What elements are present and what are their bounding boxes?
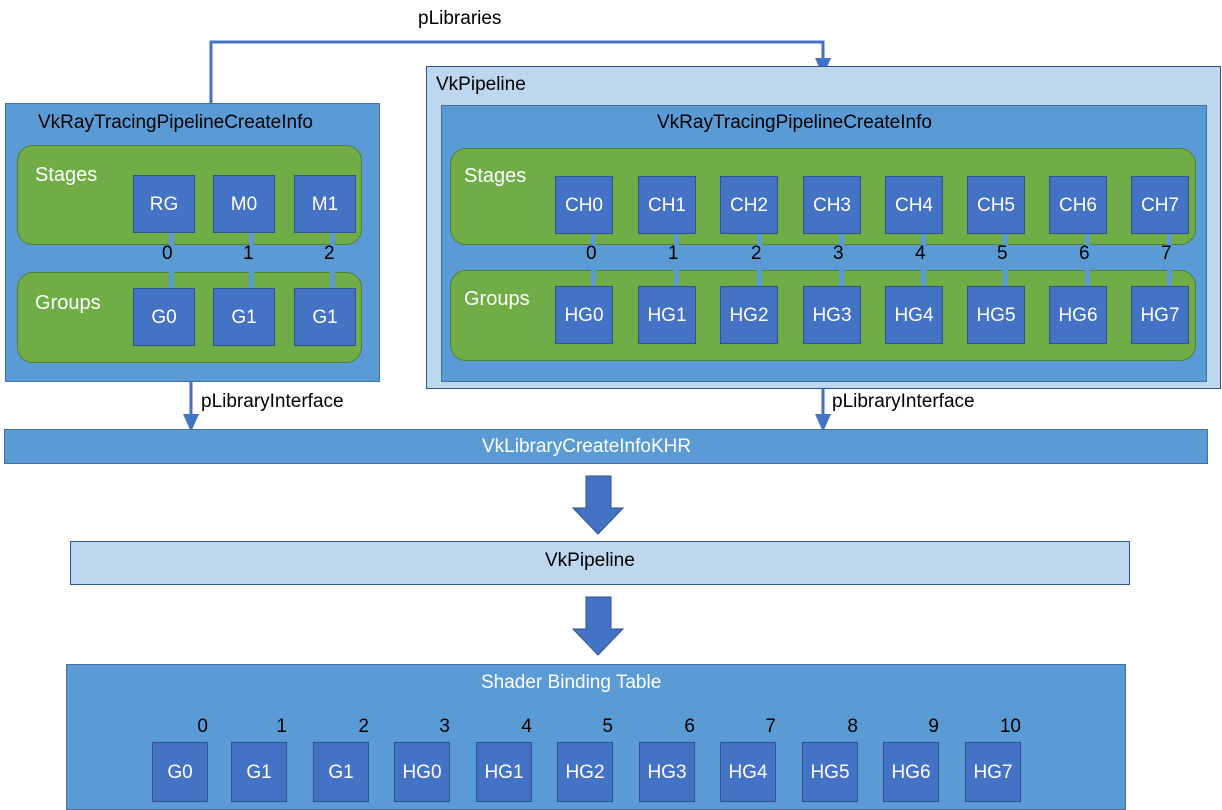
right-stage-chip-1[interactable]: CH1 <box>638 176 696 234</box>
right-link-index-4: 4 <box>915 243 926 264</box>
sbt-index-2: 2 <box>358 716 369 737</box>
sbt-chip-1[interactable]: G1 <box>231 742 287 802</box>
left-stage-chip-1[interactable]: M0 <box>213 175 275 233</box>
right-stage-chip-4[interactable]: CH4 <box>885 176 943 234</box>
sbt-index-5: 5 <box>602 716 613 737</box>
sbt-chip-8[interactable]: HG5 <box>802 742 858 802</box>
sbt-chip-0[interactable]: G0 <box>152 742 208 802</box>
right-stage-chip-5[interactable]: CH5 <box>967 176 1025 234</box>
right-panel-title: VkRayTracingPipelineCreateInfo <box>657 112 932 133</box>
sbt-index-8: 8 <box>847 716 858 737</box>
right-group-chip-4[interactable]: HG4 <box>885 286 943 344</box>
right-connector-0 <box>591 230 596 287</box>
right-stages-label: Stages <box>464 165 527 187</box>
right-link-index-6: 6 <box>1079 243 1090 264</box>
shader-binding-table-title: Shader Binding Table <box>481 672 662 693</box>
block-arrow-to-pipeline <box>571 475 625 535</box>
right-connector-2 <box>757 230 762 287</box>
sbt-chip-10[interactable]: HG7 <box>965 742 1021 802</box>
sbt-chip-7[interactable]: HG4 <box>720 742 776 802</box>
left-link-index-0: 0 <box>162 243 173 264</box>
left-stages-label: Stages <box>35 164 98 186</box>
right-connector-6 <box>1085 230 1090 287</box>
right-connector-7 <box>1167 230 1172 287</box>
right-group-chip-3[interactable]: HG3 <box>803 286 861 344</box>
left-connector-0 <box>169 230 174 292</box>
right-connector-5 <box>1003 230 1008 287</box>
right-link-index-1: 1 <box>668 243 679 264</box>
sbt-index-6: 6 <box>684 716 695 737</box>
right-group-chip-7[interactable]: HG7 <box>1131 286 1189 344</box>
sbt-index-10: 10 <box>999 716 1021 737</box>
right-group-chip-2[interactable]: HG2 <box>720 286 778 344</box>
right-connector-4 <box>921 230 926 287</box>
sbt-index-3: 3 <box>439 716 450 737</box>
sbt-index-0: 0 <box>197 716 208 737</box>
left-group-chip-0[interactable]: G0 <box>133 288 195 346</box>
sbt-index-1: 1 <box>276 716 287 737</box>
left-connector-1 <box>249 230 254 292</box>
right-link-index-0: 0 <box>586 243 597 264</box>
vklibrarycreateinfokhr-title: VkLibraryCreateInfoKHR <box>482 436 692 457</box>
left-link-index-2: 2 <box>324 243 335 264</box>
left-connector-2 <box>330 230 335 292</box>
left-panel-title: VkRayTracingPipelineCreateInfo <box>38 112 313 133</box>
left-stage-chip-0[interactable]: RG <box>133 175 195 233</box>
sbt-chip-5[interactable]: HG2 <box>557 742 613 802</box>
right-connector-3 <box>839 230 844 287</box>
left-stage-chip-2[interactable]: M1 <box>294 175 356 233</box>
right-stage-chip-3[interactable]: CH3 <box>803 176 861 234</box>
right-stage-chip-0[interactable]: CH0 <box>555 176 613 234</box>
left-group-chip-1[interactable]: G1 <box>213 288 275 346</box>
right-group-chip-6[interactable]: HG6 <box>1049 286 1107 344</box>
sbt-chip-6[interactable]: HG3 <box>639 742 695 802</box>
right-link-index-7: 7 <box>1161 243 1172 264</box>
left-link-index-1: 1 <box>243 243 254 264</box>
right-group-chip-0[interactable]: HG0 <box>555 286 613 344</box>
left-groups-label: Groups <box>35 292 101 314</box>
plibraries-label: pLibraries <box>418 8 502 29</box>
right-stage-chip-2[interactable]: CH2 <box>720 176 778 234</box>
sbt-index-9: 9 <box>928 716 939 737</box>
right-vkpipeline-title: VkPipeline <box>436 74 526 95</box>
right-link-index-3: 3 <box>833 243 844 264</box>
right-link-index-5: 5 <box>997 243 1008 264</box>
right-plibraryinterface-label: pLibraryInterface <box>832 391 975 412</box>
right-groups-label: Groups <box>464 288 530 310</box>
sbt-chip-2[interactable]: G1 <box>313 742 369 802</box>
left-group-chip-2[interactable]: G1 <box>294 288 356 346</box>
sbt-chip-9[interactable]: HG6 <box>883 742 939 802</box>
vkpipeline-bar <box>70 541 1130 585</box>
right-group-chip-5[interactable]: HG5 <box>967 286 1025 344</box>
sbt-chip-3[interactable]: HG0 <box>394 742 450 802</box>
right-link-index-2: 2 <box>751 243 762 264</box>
vklibrarycreateinfokhr-bar <box>4 429 1208 464</box>
sbt-chip-4[interactable]: HG1 <box>476 742 532 802</box>
right-connector-1 <box>674 230 679 287</box>
right-stage-chip-7[interactable]: CH7 <box>1131 176 1189 234</box>
sbt-index-7: 7 <box>765 716 776 737</box>
block-arrow-to-sbt <box>571 596 625 656</box>
right-group-chip-1[interactable]: HG1 <box>638 286 696 344</box>
left-plibraryinterface-label: pLibraryInterface <box>201 391 344 412</box>
sbt-index-4: 4 <box>521 716 532 737</box>
right-stage-chip-6[interactable]: CH6 <box>1049 176 1107 234</box>
vkpipeline-bar-title: VkPipeline <box>545 550 635 571</box>
